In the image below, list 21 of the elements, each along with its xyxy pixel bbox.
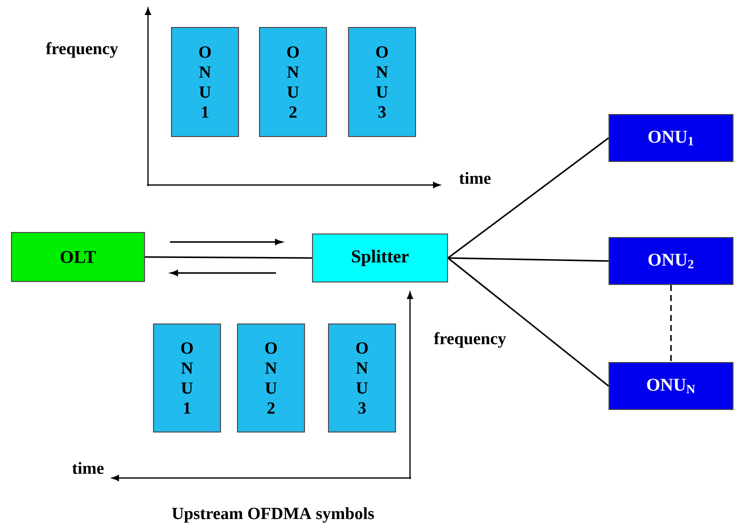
network-box: OLT bbox=[11, 232, 145, 282]
time-slot-block: O N U 3 bbox=[328, 324, 396, 432]
connector-line bbox=[448, 137, 609, 259]
network-box: ONU$_{1}$ bbox=[608, 114, 734, 162]
connector-line bbox=[448, 257, 609, 387]
time-slot-block: O N U 1 bbox=[153, 324, 221, 432]
caption: Upstream OFDMA symbols bbox=[172, 507, 374, 523]
time-slot-block: O N U 3 bbox=[348, 27, 416, 137]
axis-label: frequency bbox=[46, 42, 118, 58]
time-slot-block: O N U 1 bbox=[171, 27, 239, 137]
connector-line bbox=[448, 257, 609, 262]
connector-line bbox=[145, 256, 312, 259]
network-box: ONU$_{N}$ bbox=[608, 362, 734, 410]
time-slot-block: O N U 2 bbox=[259, 27, 327, 137]
network-box: ONU$_{2}$ bbox=[608, 236, 734, 285]
axis-label: time bbox=[459, 172, 491, 184]
time-slot-block: O N U 2 bbox=[237, 324, 305, 432]
network-box: Splitter bbox=[312, 233, 448, 282]
axis-label: time bbox=[72, 462, 104, 474]
dashed-line bbox=[670, 285, 672, 362]
axis-label: frequency bbox=[434, 332, 506, 348]
